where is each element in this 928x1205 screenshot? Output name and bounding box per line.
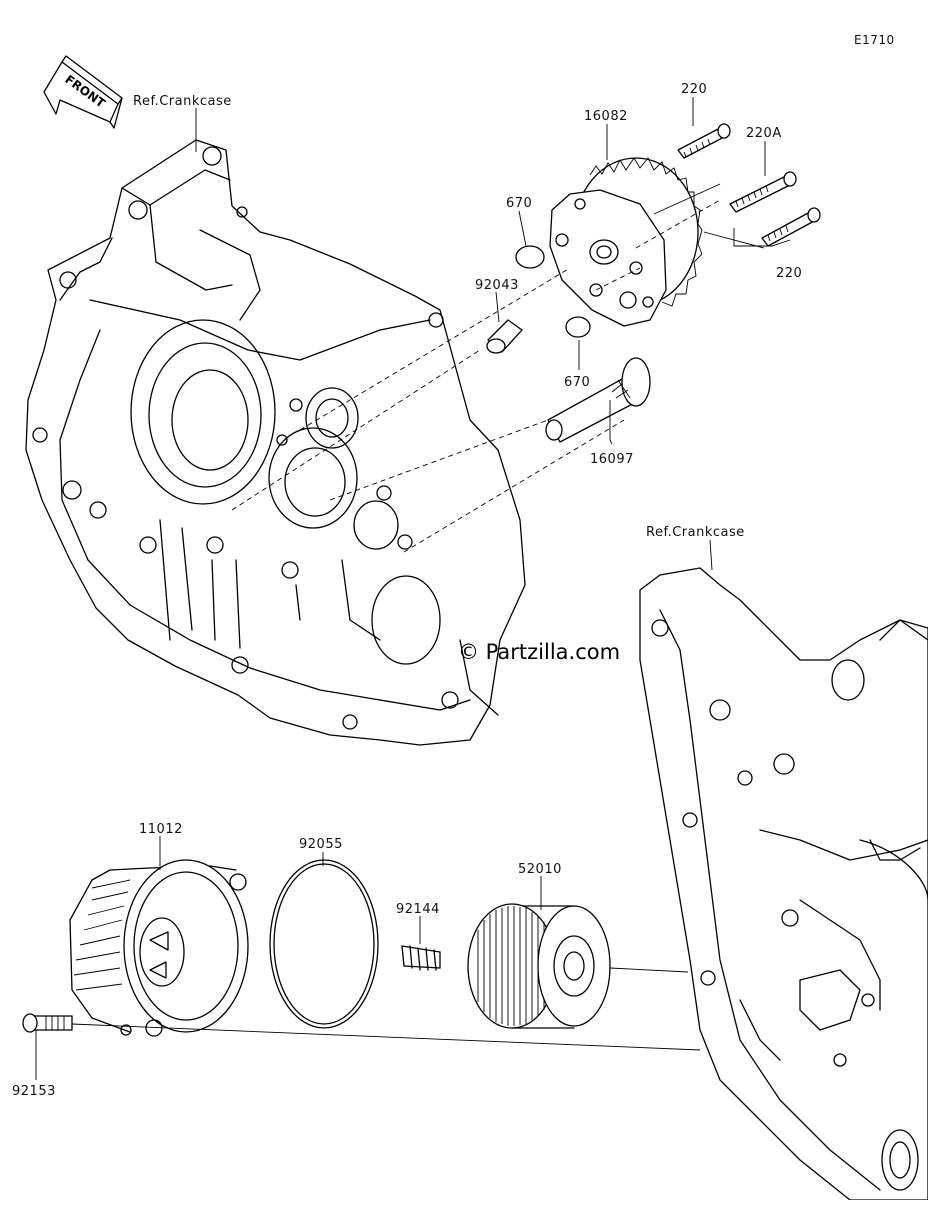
crankcase-left-drawing [25,139,526,746]
leader-lines [35,97,791,1080]
oil-filter-52010-drawing [467,903,611,1029]
o-ring-670-upper-drawing [515,245,545,269]
crankcase-right-drawing [639,567,928,1201]
oil-pump-16082-drawing [549,157,703,327]
oil-strainer-16097-drawing [545,357,651,443]
part-label-220A[interactable]: 220A [746,126,782,141]
part-label-220-right[interactable]: 220 [776,266,803,281]
diagram-code: E1710 [854,33,895,47]
part-label-92153[interactable]: 92153 [12,1084,56,1099]
spring-92144-drawing [401,945,441,971]
part-label-16082[interactable]: 16082 [584,109,628,124]
front-arrow-icon: FRONT [43,55,123,129]
o-ring-670-lower-drawing [565,316,591,338]
part-label-670-upper[interactable]: 670 [506,196,533,211]
part-label-670-lower[interactable]: 670 [564,375,591,390]
bolt-220A-drawing [729,171,797,213]
part-label-220-top[interactable]: 220 [681,82,708,97]
watermark: © Partzilla.com [458,640,621,664]
bolt-220-top-drawing [677,123,731,159]
part-label-11012[interactable]: 11012 [139,822,183,837]
alignment-line [231,349,481,511]
part-label-92144[interactable]: 92144 [396,902,440,917]
dowel-pin-92043-drawing [486,319,523,354]
part-label-92043[interactable]: 92043 [475,278,519,293]
bolt-220-right-drawing [761,207,821,247]
o-ring-92055-drawing [269,859,379,1029]
oil-filter-cover-11012-drawing [69,859,249,1037]
part-label-52010[interactable]: 52010 [518,862,562,877]
ref-crankcase-right-label: Ref.Crankcase [646,525,745,540]
part-label-92055[interactable]: 92055 [299,837,343,852]
bolt-92153-drawing [22,1013,73,1033]
part-label-16097[interactable]: 16097 [590,452,634,467]
ref-crankcase-left-label: Ref.Crankcase [133,94,232,109]
